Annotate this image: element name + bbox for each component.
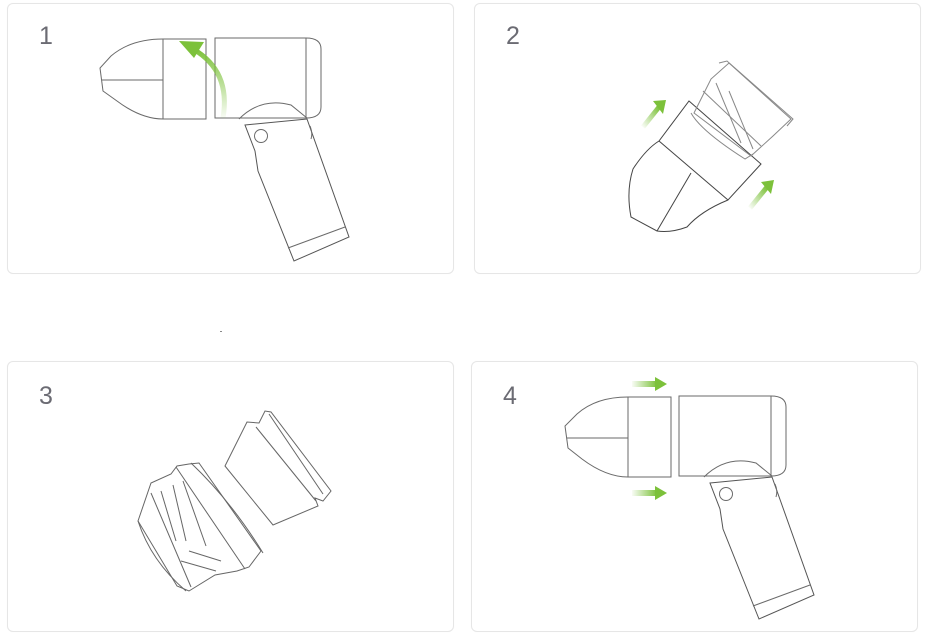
- step-card-2: 2: [474, 3, 921, 274]
- pull-out-filter-icon: [628, 60, 794, 232]
- step-number: 1: [39, 22, 53, 50]
- separate-filter-parts-icon: [137, 410, 332, 592]
- stray-mark: [220, 331, 222, 332]
- step-number: 4: [503, 382, 517, 410]
- step-card-1: 1: [7, 3, 454, 274]
- step-number: 3: [39, 382, 53, 410]
- rotate-dust-cup-icon: [99, 37, 350, 262]
- step-card-4: 4: [471, 361, 918, 632]
- step-card-3: 3: [7, 361, 454, 632]
- reattach-dust-cup-icon: [564, 377, 815, 620]
- step-number: 2: [506, 22, 520, 50]
